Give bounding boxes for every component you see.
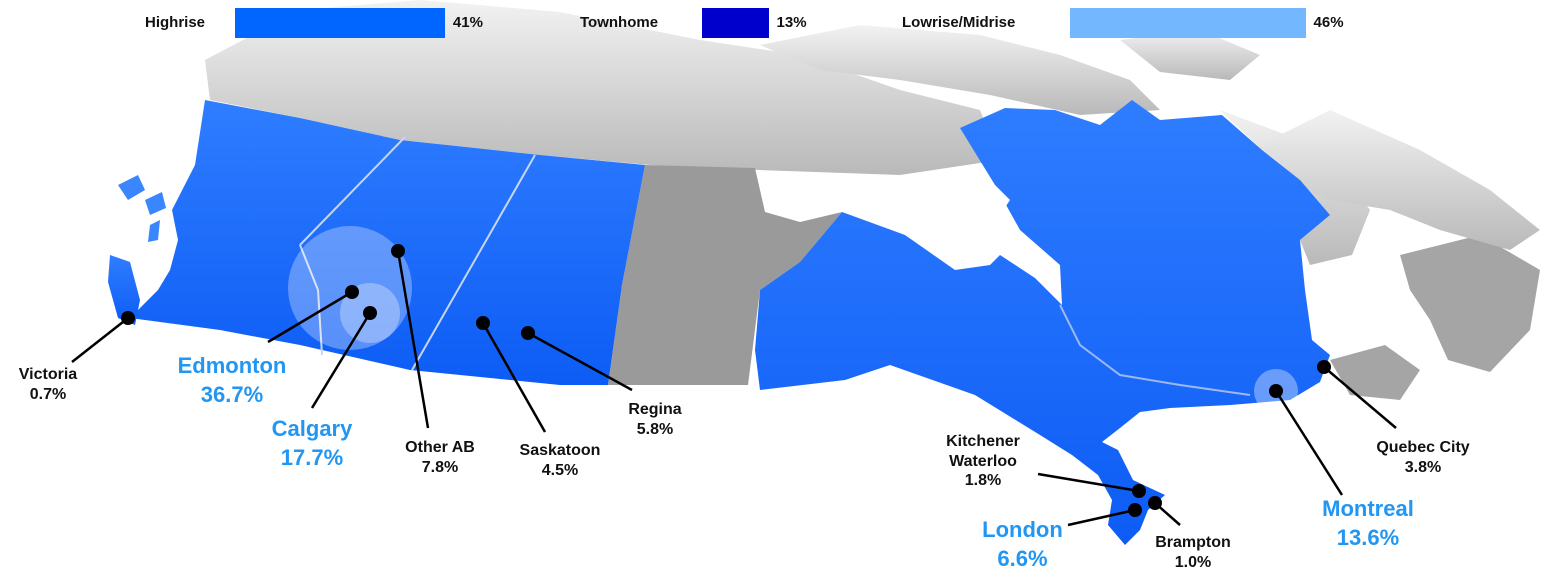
label-regina: Regina 5.8% [605, 400, 705, 439]
city-share: 5.8% [636, 420, 674, 438]
coastal-island-a [118, 175, 145, 200]
city-name: Quebec City [1376, 439, 1470, 456]
eastern-provinces [755, 100, 1330, 545]
newfoundland [1400, 235, 1540, 372]
city-share: 1.0% [1174, 553, 1212, 571]
label-calgary: Calgary 17.7% [252, 415, 372, 472]
dot-saskatoon [476, 316, 490, 330]
city-share: 17.7% [280, 444, 344, 470]
city-name: Other AB [405, 439, 475, 456]
city-name: Montreal [1322, 496, 1414, 521]
label-other-ab: Other AB 7.8% [385, 438, 495, 477]
legend-bar [1070, 8, 1306, 38]
james-bay [985, 180, 1010, 215]
dot-calgary [363, 306, 377, 320]
city-name: Brampton [1155, 534, 1231, 551]
baffin-island [1250, 110, 1540, 250]
city-share: 1.8% [964, 472, 1002, 490]
label-edmonton: Edmonton 36.7% [162, 352, 302, 409]
city-name: Edmonton [177, 353, 287, 378]
dot-montreal [1269, 384, 1283, 398]
leader-lines [71, 250, 1397, 527]
dot-london [1128, 503, 1142, 517]
label-brampton: Brampton 1.0% [1138, 533, 1248, 572]
dot-regina [521, 326, 535, 340]
city-name: Calgary [271, 416, 353, 441]
dot-kitchener [1132, 484, 1146, 498]
northern-territories [205, 0, 1000, 175]
city-name: Victoria [18, 366, 78, 383]
dot-other-ab [391, 244, 405, 258]
city-share: 0.7% [29, 385, 67, 403]
city-name: London [982, 517, 1063, 542]
legend-value: 13% [776, 14, 807, 31]
legend-label: Townhome [580, 14, 659, 31]
coastal-island-b [145, 192, 166, 215]
city-name: Saskatoon [519, 442, 601, 459]
border-ab-sk [411, 154, 536, 371]
label-victoria: Victoria 0.7% [8, 365, 88, 404]
legend-label: Lowrise/Midrise [902, 14, 1016, 31]
legend-bar [235, 8, 445, 38]
legend-value: 46% [1313, 14, 1344, 31]
city-name-line1: Kitchener [946, 433, 1020, 450]
arctic-islands [760, 25, 1160, 115]
border-bc-ab-lower [299, 244, 323, 356]
western-provinces [130, 100, 645, 385]
label-kitchener-waterloo: Kitchener Waterloo 1.8% [928, 432, 1038, 491]
label-quebec-city: Quebec City 3.8% [1348, 438, 1498, 477]
city-share: 13.6% [1336, 524, 1400, 550]
city-name: Regina [628, 401, 682, 418]
manitoba [608, 165, 842, 385]
labrador [1220, 110, 1370, 265]
label-saskatoon: Saskatoon 4.5% [505, 441, 615, 480]
city-share: 6.6% [997, 545, 1048, 571]
city-share: 36.7% [200, 381, 264, 407]
label-montreal: Montreal 13.6% [1298, 495, 1438, 552]
city-share: 7.8% [421, 458, 459, 476]
dot-victoria [121, 311, 135, 325]
city-share: 3.8% [1404, 458, 1442, 476]
dot-brampton [1148, 496, 1162, 510]
dot-quebec [1317, 360, 1331, 374]
city-share: 4.5% [541, 461, 579, 479]
arctic-island-small [1120, 30, 1260, 80]
border-bc-ab [299, 136, 406, 246]
city-dots [121, 244, 1331, 517]
legend-label: Highrise [145, 14, 206, 31]
vancouver-island [108, 255, 140, 325]
legend-bar [702, 8, 769, 38]
coastal-island-c [148, 220, 160, 242]
border-on-qc [1059, 304, 1251, 396]
city-name-line2: Waterloo [949, 452, 1017, 470]
dot-edmonton [345, 285, 359, 299]
label-london: London 6.6% [965, 516, 1080, 573]
maritimes [1330, 345, 1420, 400]
legend-value: 41% [452, 14, 483, 31]
